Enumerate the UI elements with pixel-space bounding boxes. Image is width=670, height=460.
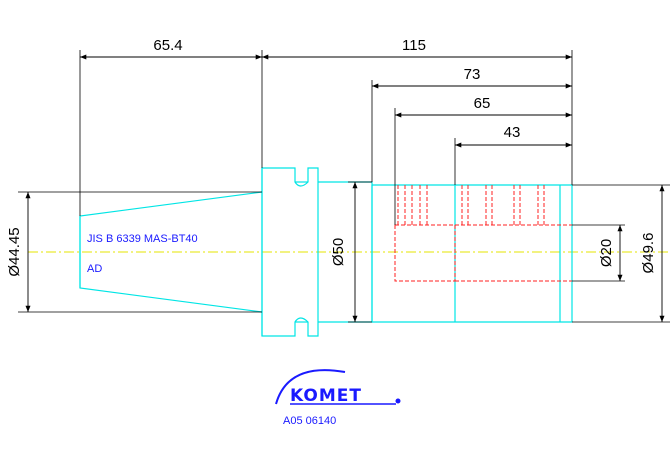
dim-49-6: Ø49.6 [640, 233, 657, 274]
logo-text: KOMET [290, 386, 362, 406]
extension-lines [18, 50, 670, 323]
part-code: A05 06140 [283, 415, 336, 427]
logo-swoosh [275, 369, 346, 405]
dim-43: 43 [504, 124, 521, 141]
dim-65: 65 [474, 95, 491, 112]
dimension-lines [25, 54, 665, 322]
dim-20: Ø20 [598, 239, 615, 267]
dim-50: Ø50 [330, 238, 347, 266]
form-note: AD [87, 263, 102, 275]
dim-115: 115 [402, 37, 426, 54]
dim-65-4: 65.4 [153, 37, 182, 54]
dim-73: 73 [464, 66, 481, 83]
hidden-lines [394, 185, 572, 282]
standard-note: JIS B 6339 MAS-BT40 [87, 233, 198, 245]
tool-outline [79, 167, 573, 337]
komet-logo: KOMET [275, 369, 401, 406]
dim-44-45: Ø44.45 [6, 227, 23, 276]
